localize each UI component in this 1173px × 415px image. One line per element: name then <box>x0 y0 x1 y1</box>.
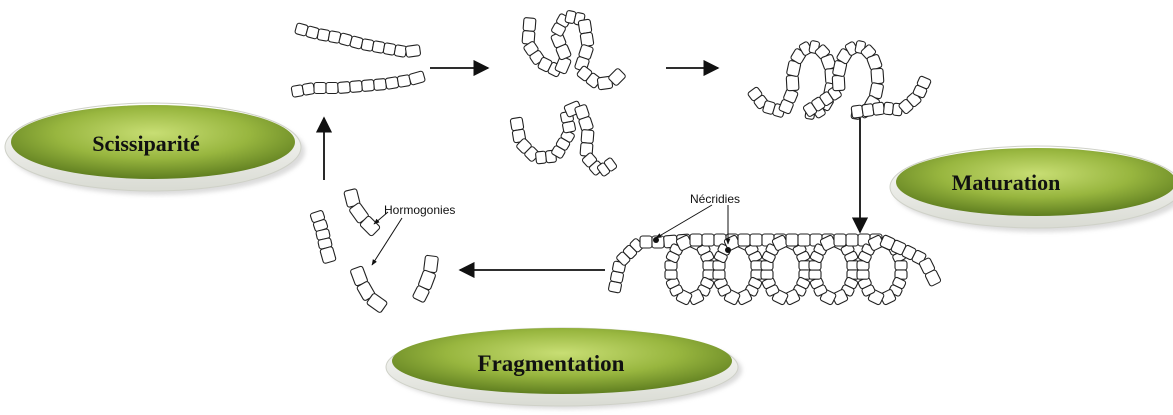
hormogonies-label: Hormogonies <box>384 203 455 217</box>
filament-cell <box>761 270 773 279</box>
filament-cell <box>385 77 399 90</box>
filament-cell <box>750 234 762 246</box>
filament-cell <box>581 130 594 144</box>
filament-cell <box>362 80 375 92</box>
filament-cell <box>314 83 326 94</box>
filament-cell <box>857 270 869 279</box>
filament-cell <box>738 234 750 246</box>
filament-cell <box>871 68 884 84</box>
filament-cell <box>578 19 592 34</box>
filament-cell <box>408 71 425 86</box>
filament-cell <box>690 234 702 246</box>
filament-cell <box>846 234 858 246</box>
stage-label-maturation: Maturation <box>952 170 1061 195</box>
necridium-marker <box>725 247 731 253</box>
filament-cell <box>523 18 536 32</box>
stage-scissiparite: Scissiparité <box>5 103 305 195</box>
filaments-split <box>291 23 425 98</box>
filament-cell <box>702 234 714 246</box>
hormogonium-fragment <box>412 255 438 303</box>
filament-cell <box>834 234 846 246</box>
filament-cell <box>665 270 677 279</box>
filament-cell <box>374 79 387 91</box>
filament-cell <box>798 234 810 246</box>
necridies-label: Nécridies <box>690 192 740 206</box>
hormogonium-fragment <box>310 210 336 264</box>
filament-cell <box>338 82 351 94</box>
filament-coil-lower <box>510 100 617 176</box>
hormogonium-fragment <box>344 188 381 236</box>
filament-cell <box>640 236 652 248</box>
necridies-pointer <box>656 205 712 238</box>
hormogonium-fragment <box>350 266 388 314</box>
filament-coil-upper <box>522 10 626 90</box>
filament-cell <box>350 81 363 93</box>
filament-cell <box>872 102 884 115</box>
filament-cell <box>302 83 315 96</box>
filament-straight-bottom <box>291 71 425 98</box>
filament-cell <box>326 83 338 94</box>
filament-cell <box>832 75 845 91</box>
filament-cell <box>786 234 798 246</box>
filament-cell <box>320 246 336 264</box>
filament-cell <box>405 45 421 58</box>
filament-cell <box>713 270 725 279</box>
filament-cell <box>394 45 407 58</box>
stage-label-fragmentation: Fragmentation <box>478 351 625 376</box>
filament-mature-double-coil <box>747 40 931 119</box>
stage-label-scissiparite: Scissiparité <box>92 131 200 156</box>
filament-long-helix <box>608 234 941 305</box>
stage-fragmentation: Fragmentation <box>386 328 742 409</box>
filament-cell <box>895 261 907 270</box>
stage-maturation: Maturation <box>890 146 1173 232</box>
filament-straight-top <box>295 23 421 58</box>
filaments-coiling <box>510 10 626 177</box>
filament-cell <box>535 151 546 164</box>
filament-cell <box>809 270 821 279</box>
filament-cell <box>786 75 799 91</box>
